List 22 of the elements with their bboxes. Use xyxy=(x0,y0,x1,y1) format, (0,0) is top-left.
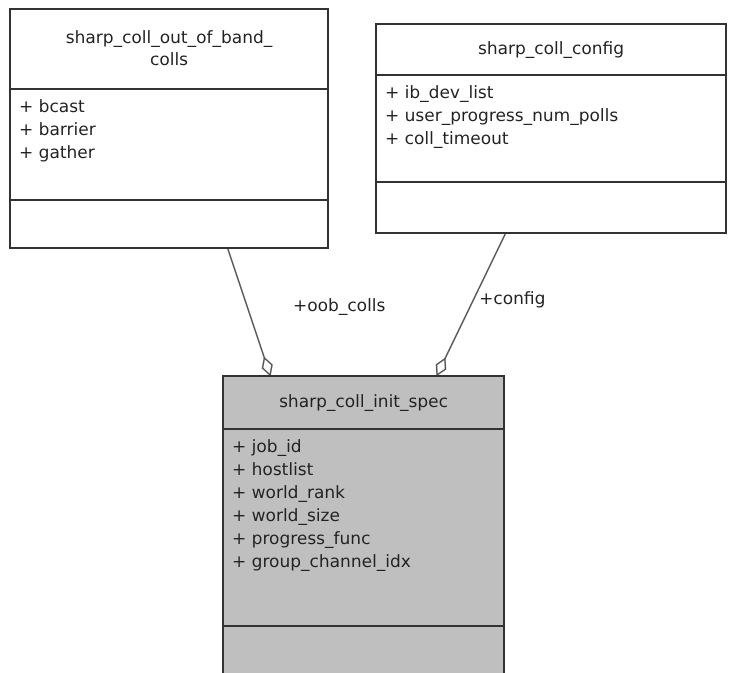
class-attribute: + gather xyxy=(19,142,96,165)
class-box xyxy=(375,23,727,234)
class-attribute: + job_id xyxy=(232,436,303,459)
class-name: sharp_coll_init_spec xyxy=(279,391,448,414)
edge-label: +oob_colls xyxy=(292,296,386,316)
aggregation-line xyxy=(227,248,273,376)
class-attribute: + progress_func xyxy=(232,528,372,551)
class-attribute: + world_rank xyxy=(232,482,346,505)
class-attribute: + group_channel_idx xyxy=(232,551,412,574)
class-name: sharp_coll_config xyxy=(478,38,624,61)
class-name: sharp_coll_out_of_band_colls xyxy=(64,26,274,72)
class-attribute: + hostlist xyxy=(232,459,314,482)
edge-label: +config xyxy=(479,288,546,308)
class-attribute: + ib_dev_list xyxy=(385,82,494,105)
class-attribute: + barrier xyxy=(19,119,97,142)
class-attribute: + coll_timeout xyxy=(385,128,510,151)
class-attribute: + world_size xyxy=(232,505,341,528)
class-box xyxy=(222,375,505,673)
class-box xyxy=(9,8,329,249)
class-attribute: + user_progress_num_polls xyxy=(385,105,620,128)
aggregation-line xyxy=(436,234,506,376)
class-attribute: + bcast xyxy=(19,96,86,119)
